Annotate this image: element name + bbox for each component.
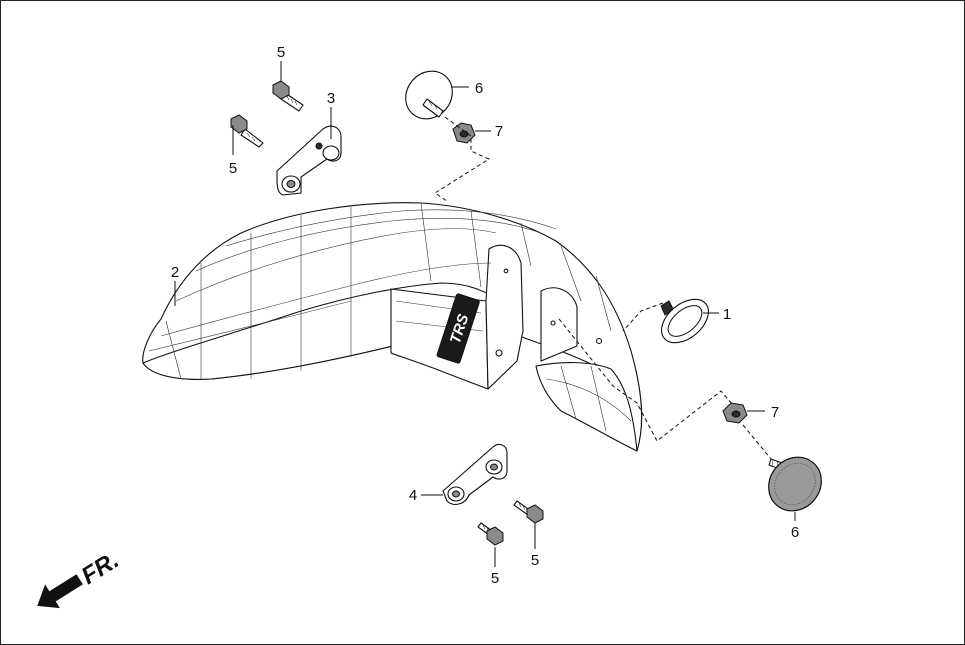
callout-2: 2 — [171, 264, 179, 281]
nut-upper — [452, 122, 476, 144]
bolt-5d — [513, 500, 544, 524]
bolt-5b — [230, 114, 264, 148]
callout-7: 7 — [771, 404, 779, 421]
assembly-line-lower — [558, 318, 734, 442]
reflector-upper — [405, 70, 453, 120]
assembly-line-upper — [434, 116, 491, 202]
mount-hole — [595, 337, 603, 345]
assembly-line-clip — [622, 302, 664, 332]
callout-1: 1 — [723, 306, 731, 323]
callout-6: 6 — [475, 80, 483, 97]
front-arrow-icon — [37, 574, 83, 609]
mount-hole — [503, 268, 509, 274]
front-direction-indicator: FR. — [37, 547, 124, 609]
reflector-lower — [768, 456, 822, 512]
callout-7: 7 — [495, 123, 503, 140]
callout-5: 5 — [277, 44, 285, 61]
bolt-5c — [477, 522, 504, 546]
bracket-upper — [276, 125, 342, 196]
clip-grommet — [660, 298, 709, 344]
callout-3: 3 — [327, 90, 335, 107]
callout-5: 5 — [229, 160, 237, 177]
bracket-lower — [442, 444, 508, 505]
mount-hole — [495, 349, 503, 357]
front-fender: TRS — [142, 202, 643, 452]
bolt-5a — [272, 80, 304, 112]
callout-5: 5 — [531, 552, 539, 569]
callout-4: 4 — [409, 487, 417, 504]
mount-hole — [550, 320, 556, 326]
callout-5: 5 — [491, 570, 499, 587]
nut-lower — [722, 402, 748, 424]
callout-6: 6 — [791, 524, 799, 541]
assembly-line-reflector — [742, 424, 772, 460]
front-direction-label: FR. — [77, 547, 124, 590]
